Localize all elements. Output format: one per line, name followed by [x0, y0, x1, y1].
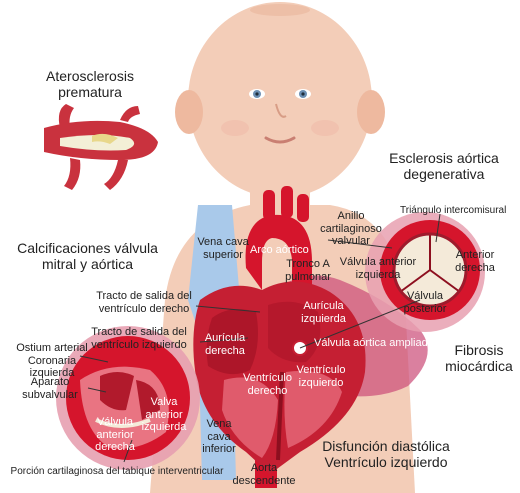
label-arco-aortico: Arco aórtico: [250, 244, 309, 257]
label-auricula-izquierda: Aurícula izquierda: [296, 300, 351, 325]
heading-degenerative-sclerosis: Esclerosis aórtica degenerativa: [380, 150, 508, 182]
label-valvula-anterior-izquierda-right: Válvula anterior izquierda: [338, 256, 418, 281]
label-aparato: Aparato subvalvular: [16, 376, 84, 401]
label-vena-cava-inferior: Vena cava inferior: [202, 418, 236, 456]
label-triangulo: Triángulo intercomisural: [400, 205, 506, 217]
heading-calcifications: Calcificaciones válvula mitral y aórtica: [0, 240, 175, 272]
label-ventriculo-derecho: Ventrículo derecho: [240, 372, 295, 397]
label-anillo: Anillo cartilaginoso valvular: [306, 210, 396, 248]
label-aorta-descendente: Aorta descendente: [226, 462, 302, 487]
label-valvula-posterior: Válvula posterior: [400, 290, 450, 315]
label-vena-cava-superior: Vena cava superior: [192, 236, 254, 261]
label-tronco: Tronco A pulmonar: [283, 258, 333, 283]
label-tracto-derecho: Tracto de salida del ventrículo derecho: [86, 290, 202, 315]
label-porcion: Porción cartilaginosa del tabique interv…: [0, 466, 234, 478]
heading-atherosclerosis: Aterosclerosis prematura: [30, 68, 150, 100]
label-valvula-aortica-ampliada: Válvula aórtica ampliada: [314, 337, 434, 350]
label-auricula-derecha: Aurícula derecha: [202, 332, 248, 357]
atherosclerosis-vessel: [44, 104, 158, 190]
label-valva-anterior-izquierda: Valva anterior izquierda: [138, 396, 190, 434]
label-valvula-anterior-derecha: Válvula anterior derecha: [92, 416, 138, 454]
label-anterior-derecha: Anterior derecha: [452, 249, 498, 274]
label-ostium: Ostium arterial Coronaria izquierda: [6, 342, 98, 380]
label-ventriculo-izquierdo: Ventrículo izquierdo: [296, 364, 346, 389]
heading-fibrosis: Fibrosis miocárdica: [440, 342, 518, 374]
heading-dysfunction: Disfunción diastólica Ventrículo izquier…: [322, 438, 450, 470]
